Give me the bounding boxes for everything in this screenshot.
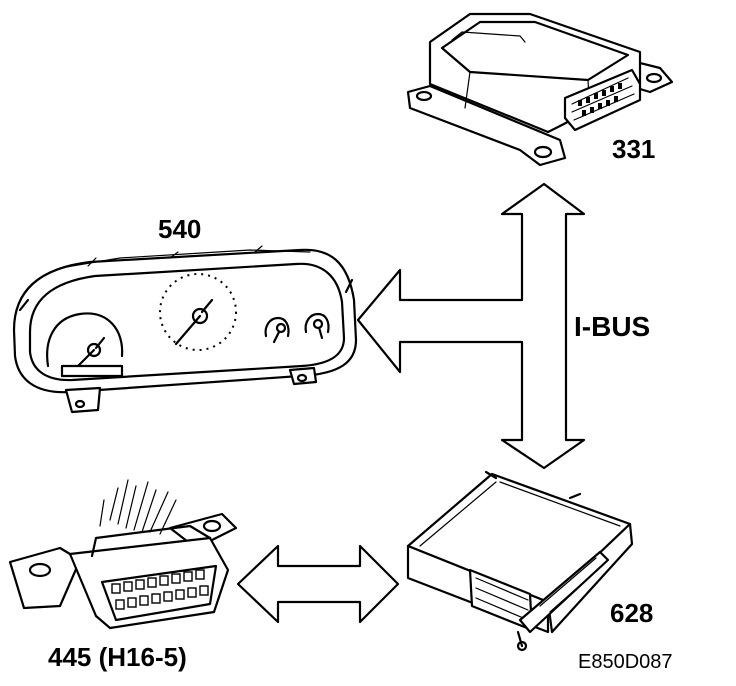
instrument-cluster [12, 245, 358, 414]
i-bus-arrows [356, 182, 586, 470]
control-module [406, 470, 634, 652]
label-445: 445 (H16-5) [48, 642, 187, 672]
diagnostic-connector [8, 479, 238, 630]
label-628: 628 [610, 598, 653, 628]
i-bus-label: I-BUS [574, 311, 650, 342]
airbag-control-module [406, 12, 674, 167]
label-540: 540 [158, 214, 201, 244]
figure-code: E850D087 [578, 651, 673, 673]
label-331: 331 [612, 134, 655, 164]
diagnostic-link-arrow [236, 544, 400, 624]
